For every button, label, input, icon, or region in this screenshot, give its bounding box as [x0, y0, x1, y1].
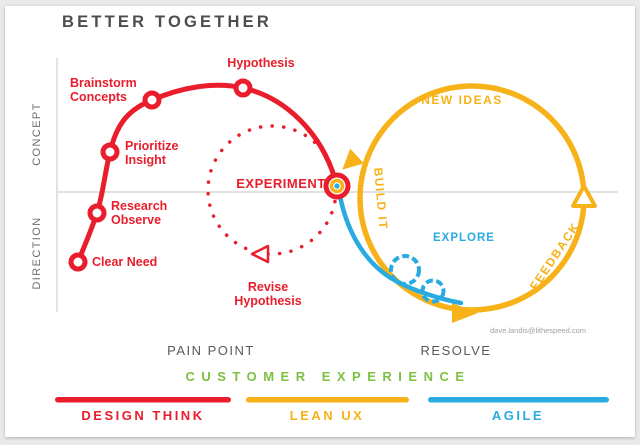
brainstorm-label: Brainstorm: [70, 76, 137, 90]
x-axis-label-resolve: RESOLVE: [421, 343, 492, 358]
insight-label: Insight: [125, 153, 167, 167]
agile-iteration-loop-large: [389, 254, 421, 286]
agile-legend-bar: [428, 397, 609, 403]
diagram-card: [5, 6, 635, 437]
legend: DESIGN THINK LEAN UX AGILE: [55, 397, 609, 423]
prioritize-label: Prioritize: [125, 139, 179, 153]
observe-label: Observe: [111, 213, 161, 227]
concepts-label: Concepts: [70, 90, 127, 104]
page-title: BETTER TOGETHER: [62, 13, 272, 31]
lean-ux-arrow-up-icon: [571, 184, 597, 208]
y-axis-label-direction: DIRECTION: [31, 216, 43, 289]
convergence-yellow-ring: [329, 178, 345, 194]
research-label: Research: [111, 199, 167, 213]
research-observe-node: [87, 203, 107, 223]
prioritize-insight-node: [100, 142, 120, 162]
convergence-node: [323, 172, 351, 200]
build-it-label: BUILD IT: [371, 167, 390, 231]
agile-legend-label: AGILE: [492, 408, 544, 423]
feedback-label: FEEDBACK: [527, 220, 583, 293]
revise-hypothesis-label: Hypothesis: [234, 294, 301, 308]
lean-ux-legend-bar: [246, 397, 409, 403]
credit-text: dave.landis@lithespeed.com: [490, 326, 586, 335]
agile-loop: EXPLORE: [337, 193, 495, 306]
x-axis-label-pain-point: PAIN POINT: [167, 343, 255, 358]
design-think-legend-bar: [55, 397, 231, 403]
clear-need-label: Clear Need: [92, 255, 157, 269]
explore-label: EXPLORE: [433, 232, 495, 244]
lean-ux-arrow-right-icon: [452, 303, 478, 323]
convergence-blue-core: [334, 183, 340, 189]
lean-ux-legend-label: LEAN UX: [290, 408, 365, 423]
revise-label: Revise: [248, 280, 288, 294]
agile-curve: [337, 193, 464, 306]
experiment-label: EXPERIMENT: [236, 176, 326, 191]
new-ideas-label: NEW IDEAS: [421, 93, 503, 107]
y-axis-label-concept: CONCEPT: [31, 102, 43, 166]
clear-need-node: [68, 252, 88, 272]
agile-iteration-loop-small: [420, 278, 446, 304]
design-think-curve: [75, 82, 340, 265]
customer-experience-label: CUSTOMER EXPERIENCE: [185, 369, 470, 384]
revise-hypothesis-arrow-icon: [250, 244, 270, 264]
hypothesis-node: [233, 78, 253, 98]
design-think-legend-label: DESIGN THINK: [81, 408, 204, 423]
lean-ux-loop: NEW IDEAS BUILD IT FEEDBACK: [342, 83, 597, 323]
brainstorm-concepts-node: [142, 90, 162, 110]
design-think-path: Clear Need Research Observe Prioritize I…: [68, 56, 340, 308]
lean-ux-arrow-to-experiment-icon: [342, 148, 364, 170]
hypothesis-label: Hypothesis: [227, 56, 294, 70]
